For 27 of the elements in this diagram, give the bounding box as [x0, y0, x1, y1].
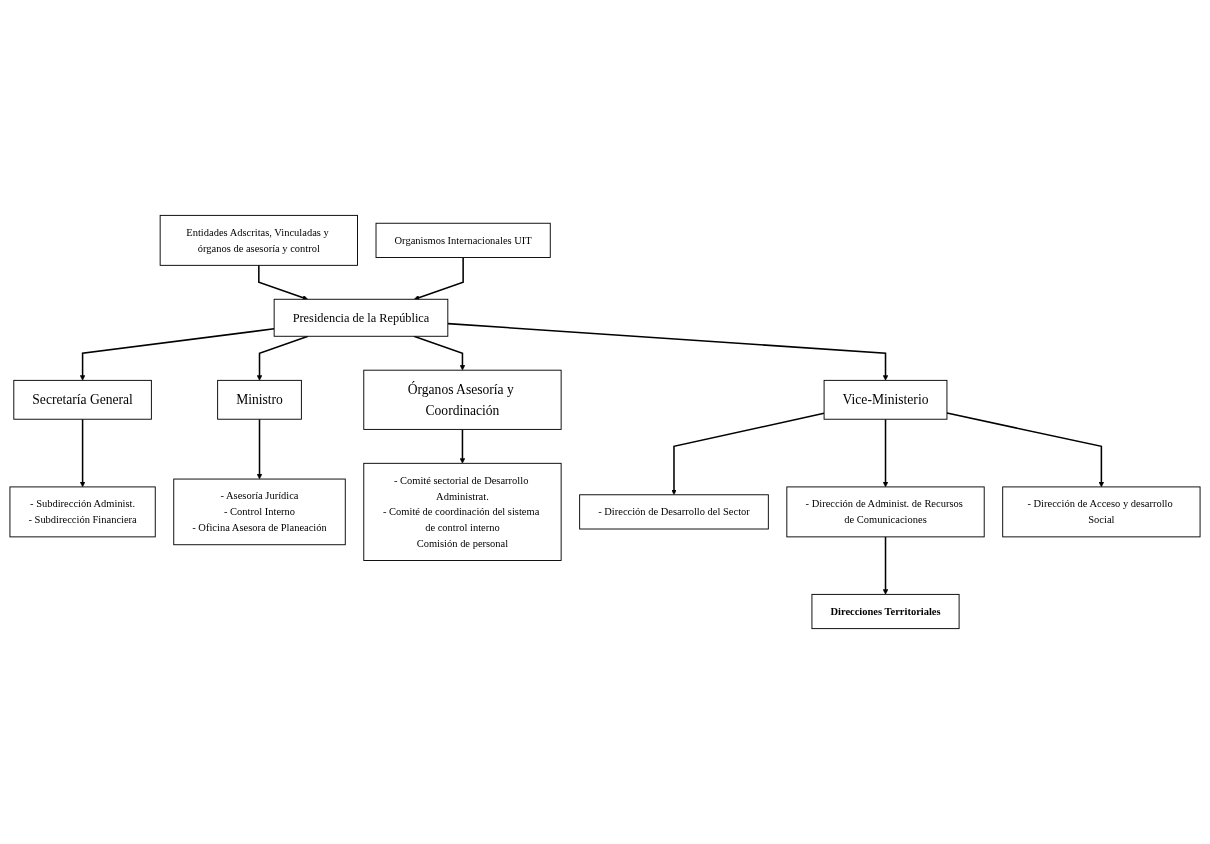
node-box: Entidades Adscritas, Vinculadas y órganos de asesoría y control — [159, 214, 358, 266]
arrow — [414, 256, 464, 301]
node-box: - Comité sectorial de Desarrollo Administrat. - Comité de coordinación del sistema de control interno Comisión de personal — [363, 462, 562, 561]
arrow — [946, 412, 1105, 488]
node-box: - Dirección de Desarrollo del Sector — [579, 494, 769, 530]
node-box: Vice-Ministerio — [823, 379, 948, 420]
arrow — [256, 418, 263, 480]
arrow — [447, 322, 889, 381]
node-box: Ministro — [217, 379, 302, 420]
node-box: Órganos Asesoría y Coordinación — [363, 369, 562, 430]
arrow — [459, 428, 466, 464]
arrow — [882, 418, 889, 488]
arrow — [882, 536, 889, 595]
arrow — [413, 335, 466, 371]
node-box: Organismos Internacionales UIT — [375, 222, 551, 258]
node-box: - Asesoría Jurídica - Control Interno - Oficina Asesora de Planeación — [173, 478, 346, 546]
arrow — [256, 335, 309, 381]
node-box: - Dirección de Administ. de Recursos de Comunicaciones — [786, 486, 985, 538]
node-box: Direcciones Territoriales — [811, 593, 960, 630]
arrow — [79, 328, 275, 381]
node-box: Secretaría General — [13, 379, 152, 420]
arrow — [79, 418, 86, 488]
node-box: - Subdirección Administ. - Subdirección Financiera — [9, 486, 156, 538]
node-box: - Dirección de Acceso y desarrollo Social — [1002, 486, 1201, 538]
arrow — [671, 412, 825, 495]
arrow — [258, 264, 308, 301]
node-box: Presidencia de la República — [273, 298, 449, 337]
